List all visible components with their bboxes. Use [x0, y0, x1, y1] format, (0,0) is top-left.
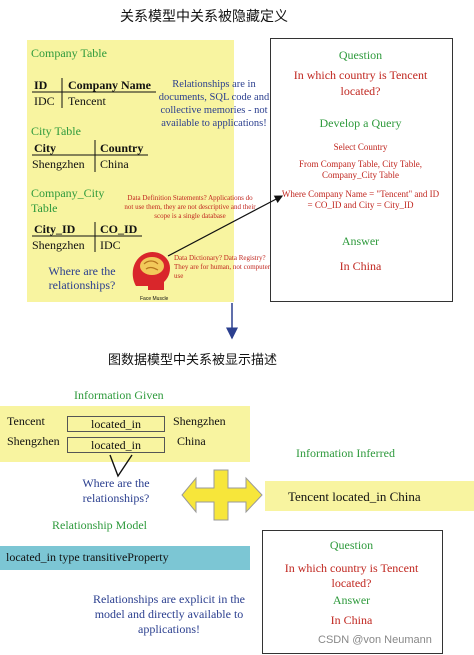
given-left-2: Shengzhen [7, 434, 60, 448]
brain-head-icon [126, 246, 176, 296]
answer-label-1: Answer [341, 234, 380, 248]
information-inferred-label: Information Inferred [296, 446, 395, 460]
company-table-header-name: Company Name [68, 78, 151, 92]
relationship-model-label: Relationship Model [52, 518, 147, 532]
watermark: CSDN @von Neumann [318, 634, 432, 646]
transitive-property-text: located_in type transitiveProperty [6, 550, 169, 564]
answer-text-2: In China [330, 613, 373, 627]
data-definition-note: Data Definition Statements? Applications… [124, 194, 256, 220]
relationships-explicit-note: Relationships are explicit in the model … [93, 592, 245, 636]
given-right-1: Shengzhen [173, 414, 226, 428]
company-city-cell-co: IDC [100, 238, 121, 252]
where-relationships-question-1: Where are the relationships? [48, 264, 116, 292]
query-where-line: Where Company Name = "Tencent" and ID = … [281, 189, 440, 210]
company-table-header-id: ID [34, 78, 48, 92]
given-right-2: China [177, 434, 206, 448]
relation-box-2: located_in [67, 437, 165, 453]
brain-caption: Face Muscle [140, 296, 169, 302]
answer-text-1: In China [339, 259, 382, 273]
company-table-cell-id: IDC [34, 94, 55, 108]
query-from-line: From Company Table, City Table, Company_… [299, 159, 422, 180]
transitive-property-bar [0, 546, 250, 570]
information-given-title: Information Given [74, 388, 164, 402]
question-text-2: In which country is Tencent located? [284, 561, 419, 590]
relation-box-1: located_in [67, 416, 165, 432]
city-table-header-city: City [34, 141, 56, 155]
develop-query-label: Develop a Query [319, 116, 402, 130]
question-label-1: Question [338, 48, 383, 62]
company-city-cell-city: Shengzhen [32, 238, 85, 252]
inferred-fact-box [265, 481, 474, 511]
company-city-header-city-id: City_ID [34, 222, 76, 236]
where-relationships-question-2: Where are the relationships? [82, 476, 150, 505]
city-table-cell-city: Shengzhen [32, 157, 85, 171]
inferred-fact-text: Tencent located_in China [288, 489, 421, 504]
city-table-header-country: Country [100, 141, 144, 155]
given-left-1: Tencent [7, 414, 45, 428]
company-city-table-title-1: Company_City [31, 186, 105, 200]
company-table-cell-name: Tencent [68, 94, 106, 108]
mid-title: 图数据模型中关系被显示描述 [108, 353, 278, 368]
company-city-header-co-id: CO_ID [100, 222, 138, 236]
data-registry-note: Data Dictionary? Data Registry? They are… [174, 254, 271, 280]
question-box-relational [270, 38, 453, 302]
relationships-hidden-note: Relationships are in documents, SQL code… [158, 79, 270, 129]
query-select-line: Select Country [333, 142, 388, 152]
company-table-title: Company Table [31, 46, 107, 60]
city-table-cell-country: China [100, 157, 129, 171]
top-title: 关系模型中关系被隐藏定义 [120, 9, 288, 25]
answer-label-2: Answer [332, 593, 371, 607]
company-city-table-title-2: Table [31, 201, 58, 215]
question-label-2: Question [329, 538, 374, 552]
city-table-title: City Table [31, 124, 81, 138]
question-box-graph [262, 530, 443, 654]
question-text-1: In which country is Tencent located? [293, 68, 428, 98]
